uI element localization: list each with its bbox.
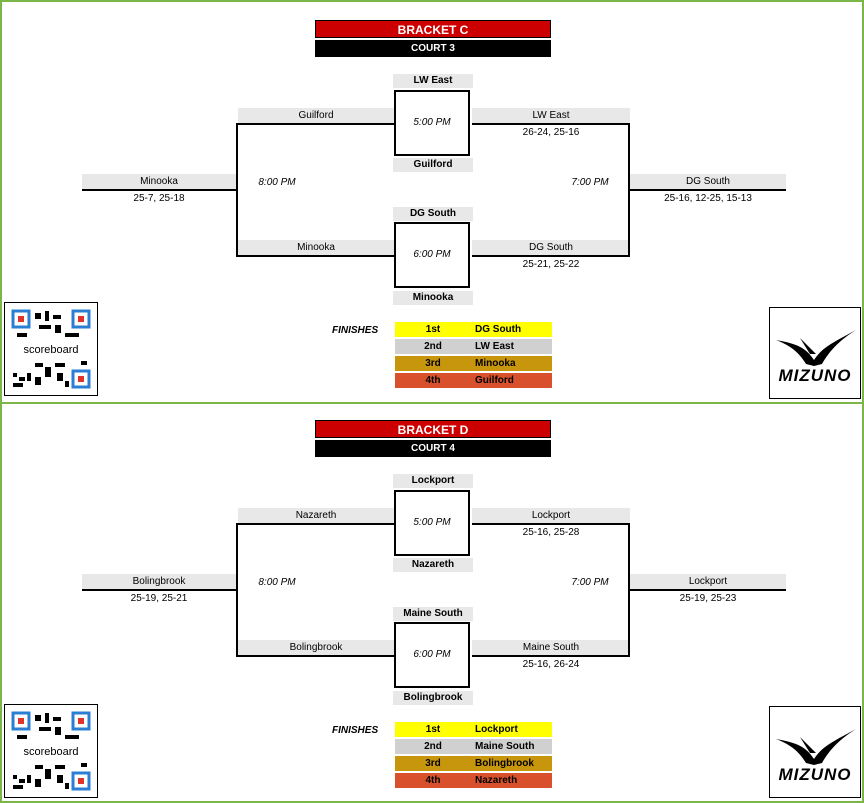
semi-left-team: Minooka [82, 174, 236, 189]
bracket-line [472, 523, 630, 525]
finish-row-4th: 4th Guilford [395, 373, 552, 388]
qr-brand-text: scoreboard [23, 746, 79, 758]
bracket-d-panel: BRACKET D COURT 4 Lockport 5:00 PM Nazar… [0, 402, 864, 803]
finish-place: 3rd [425, 358, 441, 369]
bottom-right-team: DG South [472, 240, 630, 255]
bottom-match-home: DG South [393, 207, 473, 221]
semi-left-score: 25-19, 25-21 [130, 593, 188, 604]
finish-row-2nd: 2nd LW East [395, 339, 552, 354]
finish-row-3rd: 3rd Bolingbrook [395, 756, 552, 771]
scoreboard-qr-code: scoreboard [4, 704, 98, 798]
finish-place: 1st [425, 324, 441, 335]
bottom-match-box: 6:00 PM [394, 622, 470, 688]
bracket-line [236, 123, 394, 125]
top-match-time: 5:00 PM [413, 117, 451, 128]
bottom-left-team: Bolingbrook [238, 640, 394, 655]
mizuno-runbird-icon [776, 729, 856, 765]
bracket-line [628, 589, 786, 591]
final-team: DG South [630, 174, 786, 189]
top-right-score: 26-24, 25-16 [522, 127, 580, 138]
bracket-line [82, 189, 238, 191]
finishes-label: FINISHES [332, 725, 379, 736]
bracket-title: BRACKET D [315, 420, 551, 438]
bracket-line [472, 655, 630, 657]
bottom-match-away: Minooka [393, 291, 473, 305]
top-left-team: Nazareth [238, 508, 394, 523]
top-right-team: Lockport [472, 508, 630, 523]
bottom-match-away: Bolingbrook [393, 691, 473, 705]
top-match-away: Nazareth [393, 558, 473, 572]
finish-place: 2nd [424, 741, 442, 752]
bracket-title: BRACKET C [315, 20, 551, 38]
top-right-score: 25-16, 25-28 [522, 527, 580, 538]
finish-team: Nazareth [475, 775, 518, 786]
bracket-line [236, 523, 394, 525]
finish-row-3rd: 3rd Minooka [395, 356, 552, 371]
top-left-team: Guilford [238, 108, 394, 123]
bottom-match-time: 6:00 PM [413, 649, 451, 660]
bottom-match-box: 6:00 PM [394, 222, 470, 288]
right-time: 7:00 PM [571, 177, 609, 188]
finish-place: 2nd [424, 341, 442, 352]
bottom-right-score: 25-16, 26-24 [522, 659, 580, 670]
bracket-line [472, 123, 630, 125]
top-match-home: Lockport [393, 474, 473, 488]
left-time: 8:00 PM [258, 177, 296, 188]
top-match-box: 5:00 PM [394, 90, 470, 156]
bracket-line [236, 255, 394, 257]
final-score: 25-19, 25-23 [679, 593, 737, 604]
finish-team: Maine South [475, 741, 535, 752]
finish-team: LW East [475, 341, 514, 352]
bottom-match-home: Maine South [393, 607, 473, 621]
finish-place: 3rd [425, 758, 441, 769]
logo-text: MIZUNO [778, 366, 852, 385]
bottom-right-team: Maine South [472, 640, 630, 655]
qr-code-icon [11, 711, 91, 791]
finish-team: Minooka [475, 358, 516, 369]
bracket-line [472, 255, 630, 257]
qr-code-icon [11, 309, 91, 389]
bottom-match-time: 6:00 PM [413, 249, 451, 260]
finish-team: DG South [475, 324, 522, 335]
finish-row-2nd: 2nd Maine South [395, 739, 552, 754]
semi-left-team: Bolingbrook [82, 574, 236, 589]
mizuno-runbird-icon [776, 330, 856, 366]
final-score: 25-16, 12-25, 15-13 [664, 193, 752, 204]
finish-place: 4th [425, 375, 441, 386]
bracket-c-panel: BRACKET C COURT 3 LW East 5:00 PM Guilfo… [0, 0, 864, 402]
right-time: 7:00 PM [571, 577, 609, 588]
finish-row-1st: 1st DG South [395, 322, 552, 337]
scoreboard-qr-code: scoreboard [4, 302, 98, 396]
finishes-label: FINISHES [332, 325, 379, 336]
final-team: Lockport [630, 574, 786, 589]
top-match-home: LW East [393, 74, 473, 88]
bracket-line [82, 589, 238, 591]
top-match-away: Guilford [393, 158, 473, 172]
court-label: COURT 3 [315, 40, 551, 57]
top-match-time: 5:00 PM [413, 517, 451, 528]
mizuno-logo: MIZUNO [769, 307, 861, 399]
court-label: COURT 4 [315, 440, 551, 457]
left-time: 8:00 PM [258, 577, 296, 588]
bottom-left-team: Minooka [238, 240, 394, 255]
finish-row-4th: 4th Nazareth [395, 773, 552, 788]
bracket-line [236, 655, 394, 657]
finish-team: Guilford [475, 375, 514, 386]
semi-left-score: 25-7, 25-18 [133, 193, 185, 204]
bottom-right-score: 25-21, 25-22 [522, 259, 580, 270]
top-match-box: 5:00 PM [394, 490, 470, 556]
finish-team: Bolingbrook [475, 758, 534, 769]
bracket-line [628, 189, 786, 191]
top-right-team: LW East [472, 108, 630, 123]
finish-row-1st: 1st Lockport [395, 722, 552, 737]
mizuno-logo: MIZUNO [769, 706, 861, 798]
qr-brand-text: scoreboard [23, 344, 79, 356]
finish-place: 4th [425, 775, 441, 786]
finish-place: 1st [425, 724, 441, 735]
finish-team: Lockport [475, 724, 518, 735]
logo-text: MIZUNO [778, 765, 852, 784]
